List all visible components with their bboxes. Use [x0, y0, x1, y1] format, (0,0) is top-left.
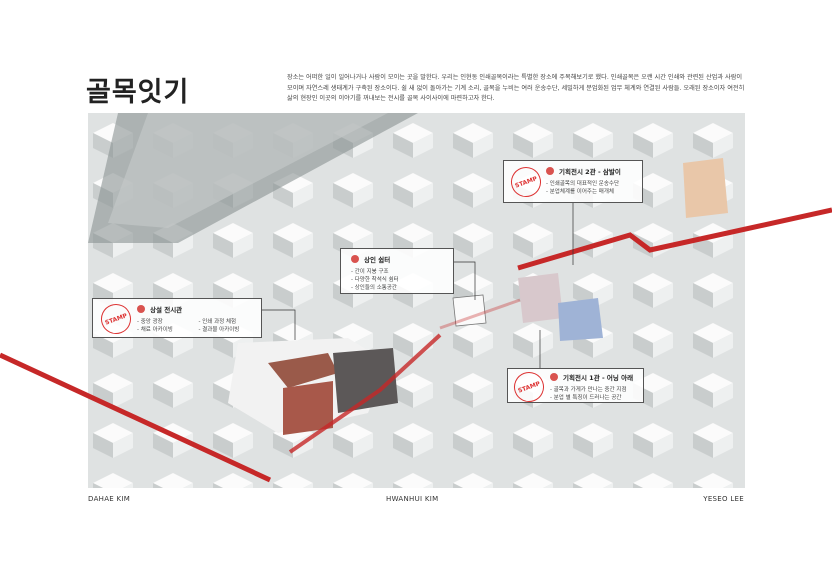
author-name: YESEO LEE [703, 495, 744, 503]
callout-item: 다양한 착석식 쉼터 [351, 276, 447, 284]
callout-exhibit-hall-2: STAMP 기획전시 2관 - 삼발이 인쇄골목의 대표적인 운송수단 분업체계… [503, 160, 643, 203]
callout-item: 분업 별 특징이 드러나는 공간 [550, 394, 637, 402]
callout-item: 인쇄 과정 체험 [198, 318, 255, 326]
callout-permanent-hall: STAMP 상설 전시관 중앙 광장 인쇄 과정 체험 채료 아카이빙 결과물 … [92, 298, 262, 339]
author-name: DAHAE KIM [88, 495, 131, 503]
callout-item: 인쇄골목의 대표적인 운송수단 [546, 180, 636, 188]
callout-item: 채료 아카이빙 [137, 326, 188, 334]
marker-dot-icon [550, 373, 558, 381]
callout-item: 상인들의 소통공간 [351, 284, 447, 292]
marker-dot-icon [351, 255, 359, 263]
callout-item: 골목과 가게가 만나는 중간 지점 [550, 386, 637, 394]
marker-dot-icon [137, 305, 145, 313]
callout-item: 중앙 광장 [137, 318, 188, 326]
stamp-icon: STAMP [509, 367, 549, 407]
page-title: 골목잇기 [86, 77, 190, 108]
callout-item: 분업체계를 이어주는 매개체 [546, 188, 636, 196]
callout-merchant-rest: 상인 쉼터 간이 지붕 구조 다양한 착석식 쉼터 상인들의 소통공간 [340, 248, 454, 294]
callout-title: 상인 쉼터 [364, 256, 391, 264]
callout-item: 간이 지붕 구조 [351, 268, 447, 276]
stamp-icon: STAMP [96, 299, 136, 339]
callout-item: 결과물 아카이빙 [198, 326, 255, 334]
stamp-icon: STAMP [506, 162, 546, 202]
marker-dot-icon [546, 167, 554, 175]
callout-exhibit-hall-1: STAMP 기획전시 1관 - 어닝 아래 골목과 가게가 만나는 중간 지점 … [507, 367, 644, 407]
callout-title: 기획전시 2관 - 삼발이 [559, 168, 621, 176]
author-name: HWANHUI KIM [386, 495, 439, 503]
project-description: 장소는 어떠한 일이 일어나거나 사람이 모이는 곳을 말한다. 우리는 인현동… [287, 74, 745, 102]
callout-title: 기획전시 1관 - 어닝 아래 [563, 374, 634, 382]
callout-title: 상설 전시관 [150, 306, 183, 314]
